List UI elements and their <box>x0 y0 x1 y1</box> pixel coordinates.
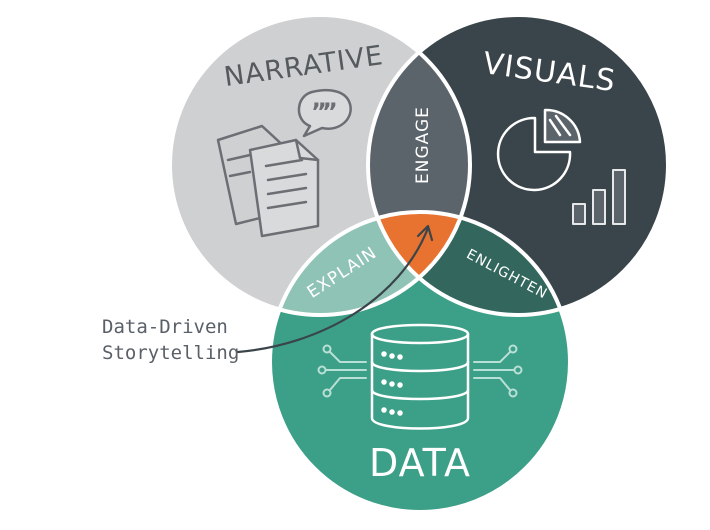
data-label: DATA <box>369 441 471 485</box>
svg-text:”: ” <box>322 98 338 126</box>
enlighten-region <box>368 212 570 315</box>
callout-arrow <box>236 224 434 354</box>
callout-line-1: Data-Driven <box>102 316 228 338</box>
documents-icon <box>216 124 320 238</box>
callout-line-2: Storytelling <box>102 342 239 364</box>
svg-text:”: ” <box>311 98 327 126</box>
pie-chart-icon <box>496 108 582 192</box>
narrative-outline <box>168 13 472 317</box>
speech-bubble-icon: ” ” <box>297 88 352 138</box>
visuals-outline <box>366 13 670 317</box>
circuit-icon <box>317 344 523 398</box>
database-icon <box>370 323 470 430</box>
data-outline <box>268 210 572 514</box>
bar-chart-icon <box>572 169 626 225</box>
engage-label: ENGAGE <box>413 106 433 184</box>
explain-region <box>270 212 470 315</box>
